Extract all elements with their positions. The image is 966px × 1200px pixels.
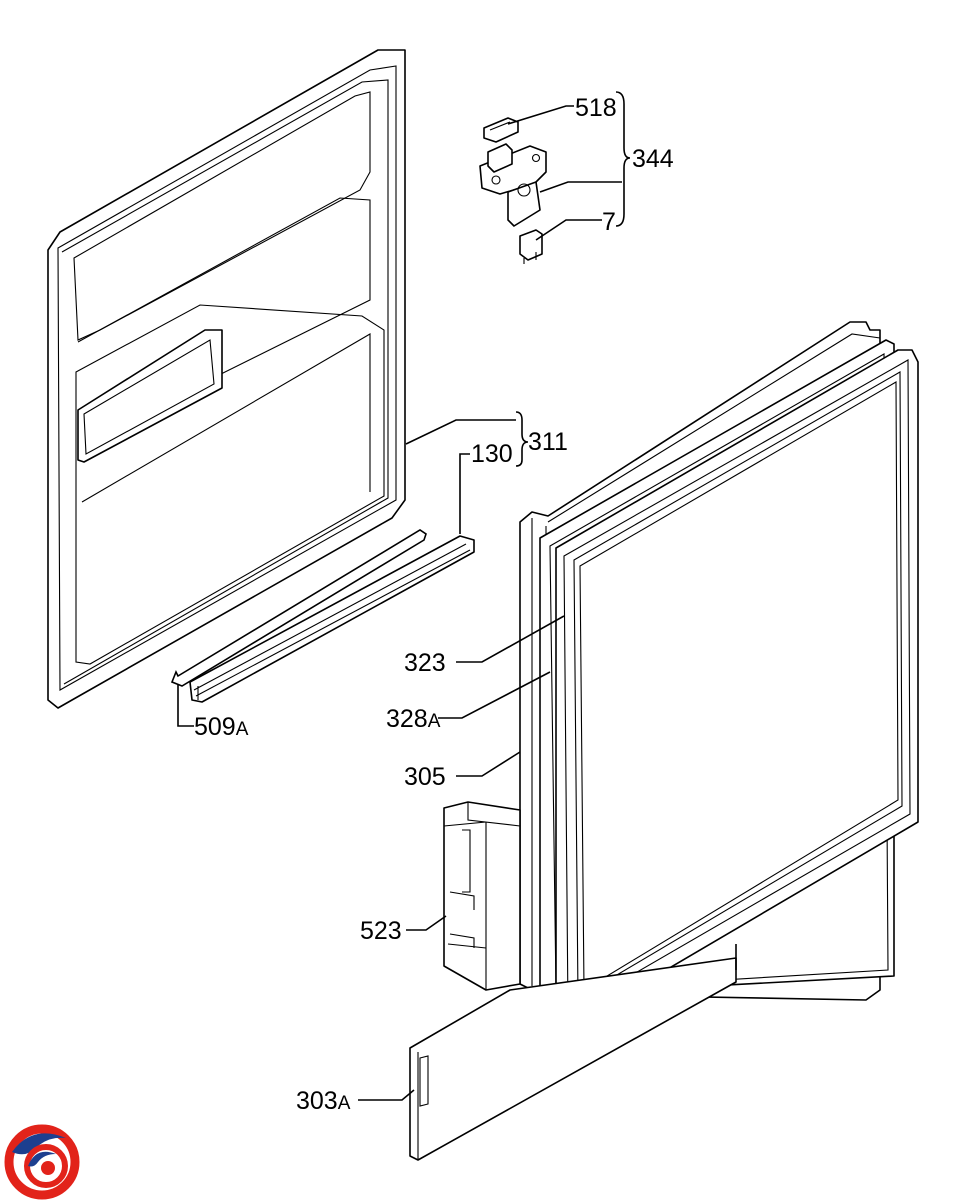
logo-swirl-blue: [12, 1133, 66, 1155]
door-latch-assembly: [479, 117, 547, 264]
label-509a: 509A: [194, 713, 249, 741]
logo-core: [41, 1161, 55, 1175]
logo-ring-inner: [24, 1144, 68, 1188]
lower-kick-panel: [409, 957, 737, 1161]
brand-logo: [4, 1124, 80, 1200]
door-frame-block: [443, 801, 521, 991]
label-344: 344: [632, 145, 674, 173]
logo-swirl-blue-inner: [28, 1151, 56, 1167]
hinge-rod: [170, 529, 427, 687]
leader-lines: [177, 91, 737, 1101]
part-labels: 518 344 7 311 130 509A 323 328A 305 523 …: [194, 94, 674, 1115]
label-7: 7: [602, 208, 616, 236]
label-305: 305: [404, 763, 446, 791]
inner-door-panel: [47, 49, 406, 709]
bottom-seal-strip: [189, 535, 475, 703]
label-130: 130: [471, 440, 513, 468]
label-311: 311: [528, 428, 568, 456]
label-523: 523: [360, 917, 402, 945]
label-518: 518: [575, 94, 617, 122]
label-303a: 303A: [296, 1087, 351, 1115]
label-328a: 328A: [386, 705, 441, 733]
logo-ring-red: [4, 1124, 80, 1200]
label-323: 323: [404, 649, 446, 677]
